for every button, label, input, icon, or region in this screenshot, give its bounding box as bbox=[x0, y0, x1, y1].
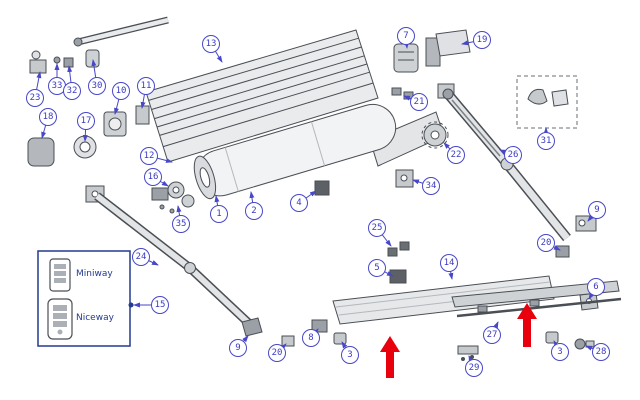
callout-10: 10 bbox=[112, 82, 130, 100]
callout-29: 29 bbox=[465, 359, 483, 377]
callout-9-right: 9 bbox=[588, 201, 606, 219]
torsion-rod bbox=[73, 16, 169, 47]
legend-box bbox=[37, 250, 134, 347]
callout-31: 31 bbox=[537, 132, 555, 150]
remote-miniway-icon bbox=[49, 258, 71, 292]
bottom-hardware bbox=[281, 241, 595, 361]
callout-30: 30 bbox=[88, 77, 106, 95]
case-profile bbox=[145, 29, 379, 163]
callout-24: 24 bbox=[132, 248, 150, 266]
remote-niceway-icon bbox=[47, 298, 73, 340]
callout-3-right: 3 bbox=[551, 343, 569, 361]
callout-11: 11 bbox=[137, 77, 155, 95]
callout-26: 26 bbox=[504, 146, 522, 164]
callout-1: 1 bbox=[210, 205, 228, 223]
callout-15: 15 bbox=[151, 296, 169, 314]
callout-20-bottom: 20 bbox=[268, 344, 286, 362]
callout-18: 18 bbox=[39, 108, 57, 126]
callout-25: 25 bbox=[368, 219, 386, 237]
callout-19: 19 bbox=[473, 31, 491, 49]
motor-head-cluster bbox=[391, 29, 471, 100]
callout-3-left: 3 bbox=[341, 346, 359, 364]
fabric-clamp-part bbox=[314, 180, 330, 196]
callout-7: 7 bbox=[397, 27, 415, 45]
callout-32: 32 bbox=[63, 82, 81, 100]
right-spring-arm bbox=[437, 83, 571, 242]
callout-6: 6 bbox=[587, 278, 605, 296]
callout-12: 12 bbox=[140, 147, 158, 165]
callout-8: 8 bbox=[302, 329, 320, 347]
callout-2: 2 bbox=[245, 202, 263, 220]
callout-28: 28 bbox=[592, 343, 610, 361]
legend-connector-dot bbox=[128, 302, 134, 308]
left-folding-arm bbox=[85, 185, 263, 337]
slider-rail bbox=[451, 280, 620, 308]
gear-cluster bbox=[151, 181, 195, 214]
wall-bracket-part bbox=[395, 169, 414, 188]
callout-17: 17 bbox=[77, 112, 95, 130]
callout-34: 34 bbox=[422, 177, 440, 195]
callout-23: 23 bbox=[26, 89, 44, 107]
callout-4: 4 bbox=[290, 194, 308, 212]
tension-rod bbox=[456, 297, 622, 318]
legend-label-miniway: Miniway bbox=[76, 269, 113, 279]
red-arrow-left bbox=[380, 336, 400, 378]
gear-wheel bbox=[421, 121, 449, 149]
callout-9-bottom: 9 bbox=[229, 339, 247, 357]
callout-5: 5 bbox=[368, 259, 386, 277]
callout-21: 21 bbox=[410, 93, 428, 111]
callout-13: 13 bbox=[202, 35, 220, 53]
legend-label-niceway: Niceway bbox=[76, 313, 114, 323]
callout-35: 35 bbox=[172, 215, 190, 233]
callout-20-right: 20 bbox=[537, 234, 555, 252]
lead-rail bbox=[332, 275, 555, 325]
callout-14: 14 bbox=[440, 254, 458, 272]
callout-22: 22 bbox=[447, 146, 465, 164]
callout-16: 16 bbox=[144, 168, 162, 186]
callout-27: 27 bbox=[483, 326, 501, 344]
dashed-parts-box bbox=[516, 75, 578, 129]
red-arrow-right bbox=[517, 303, 537, 347]
